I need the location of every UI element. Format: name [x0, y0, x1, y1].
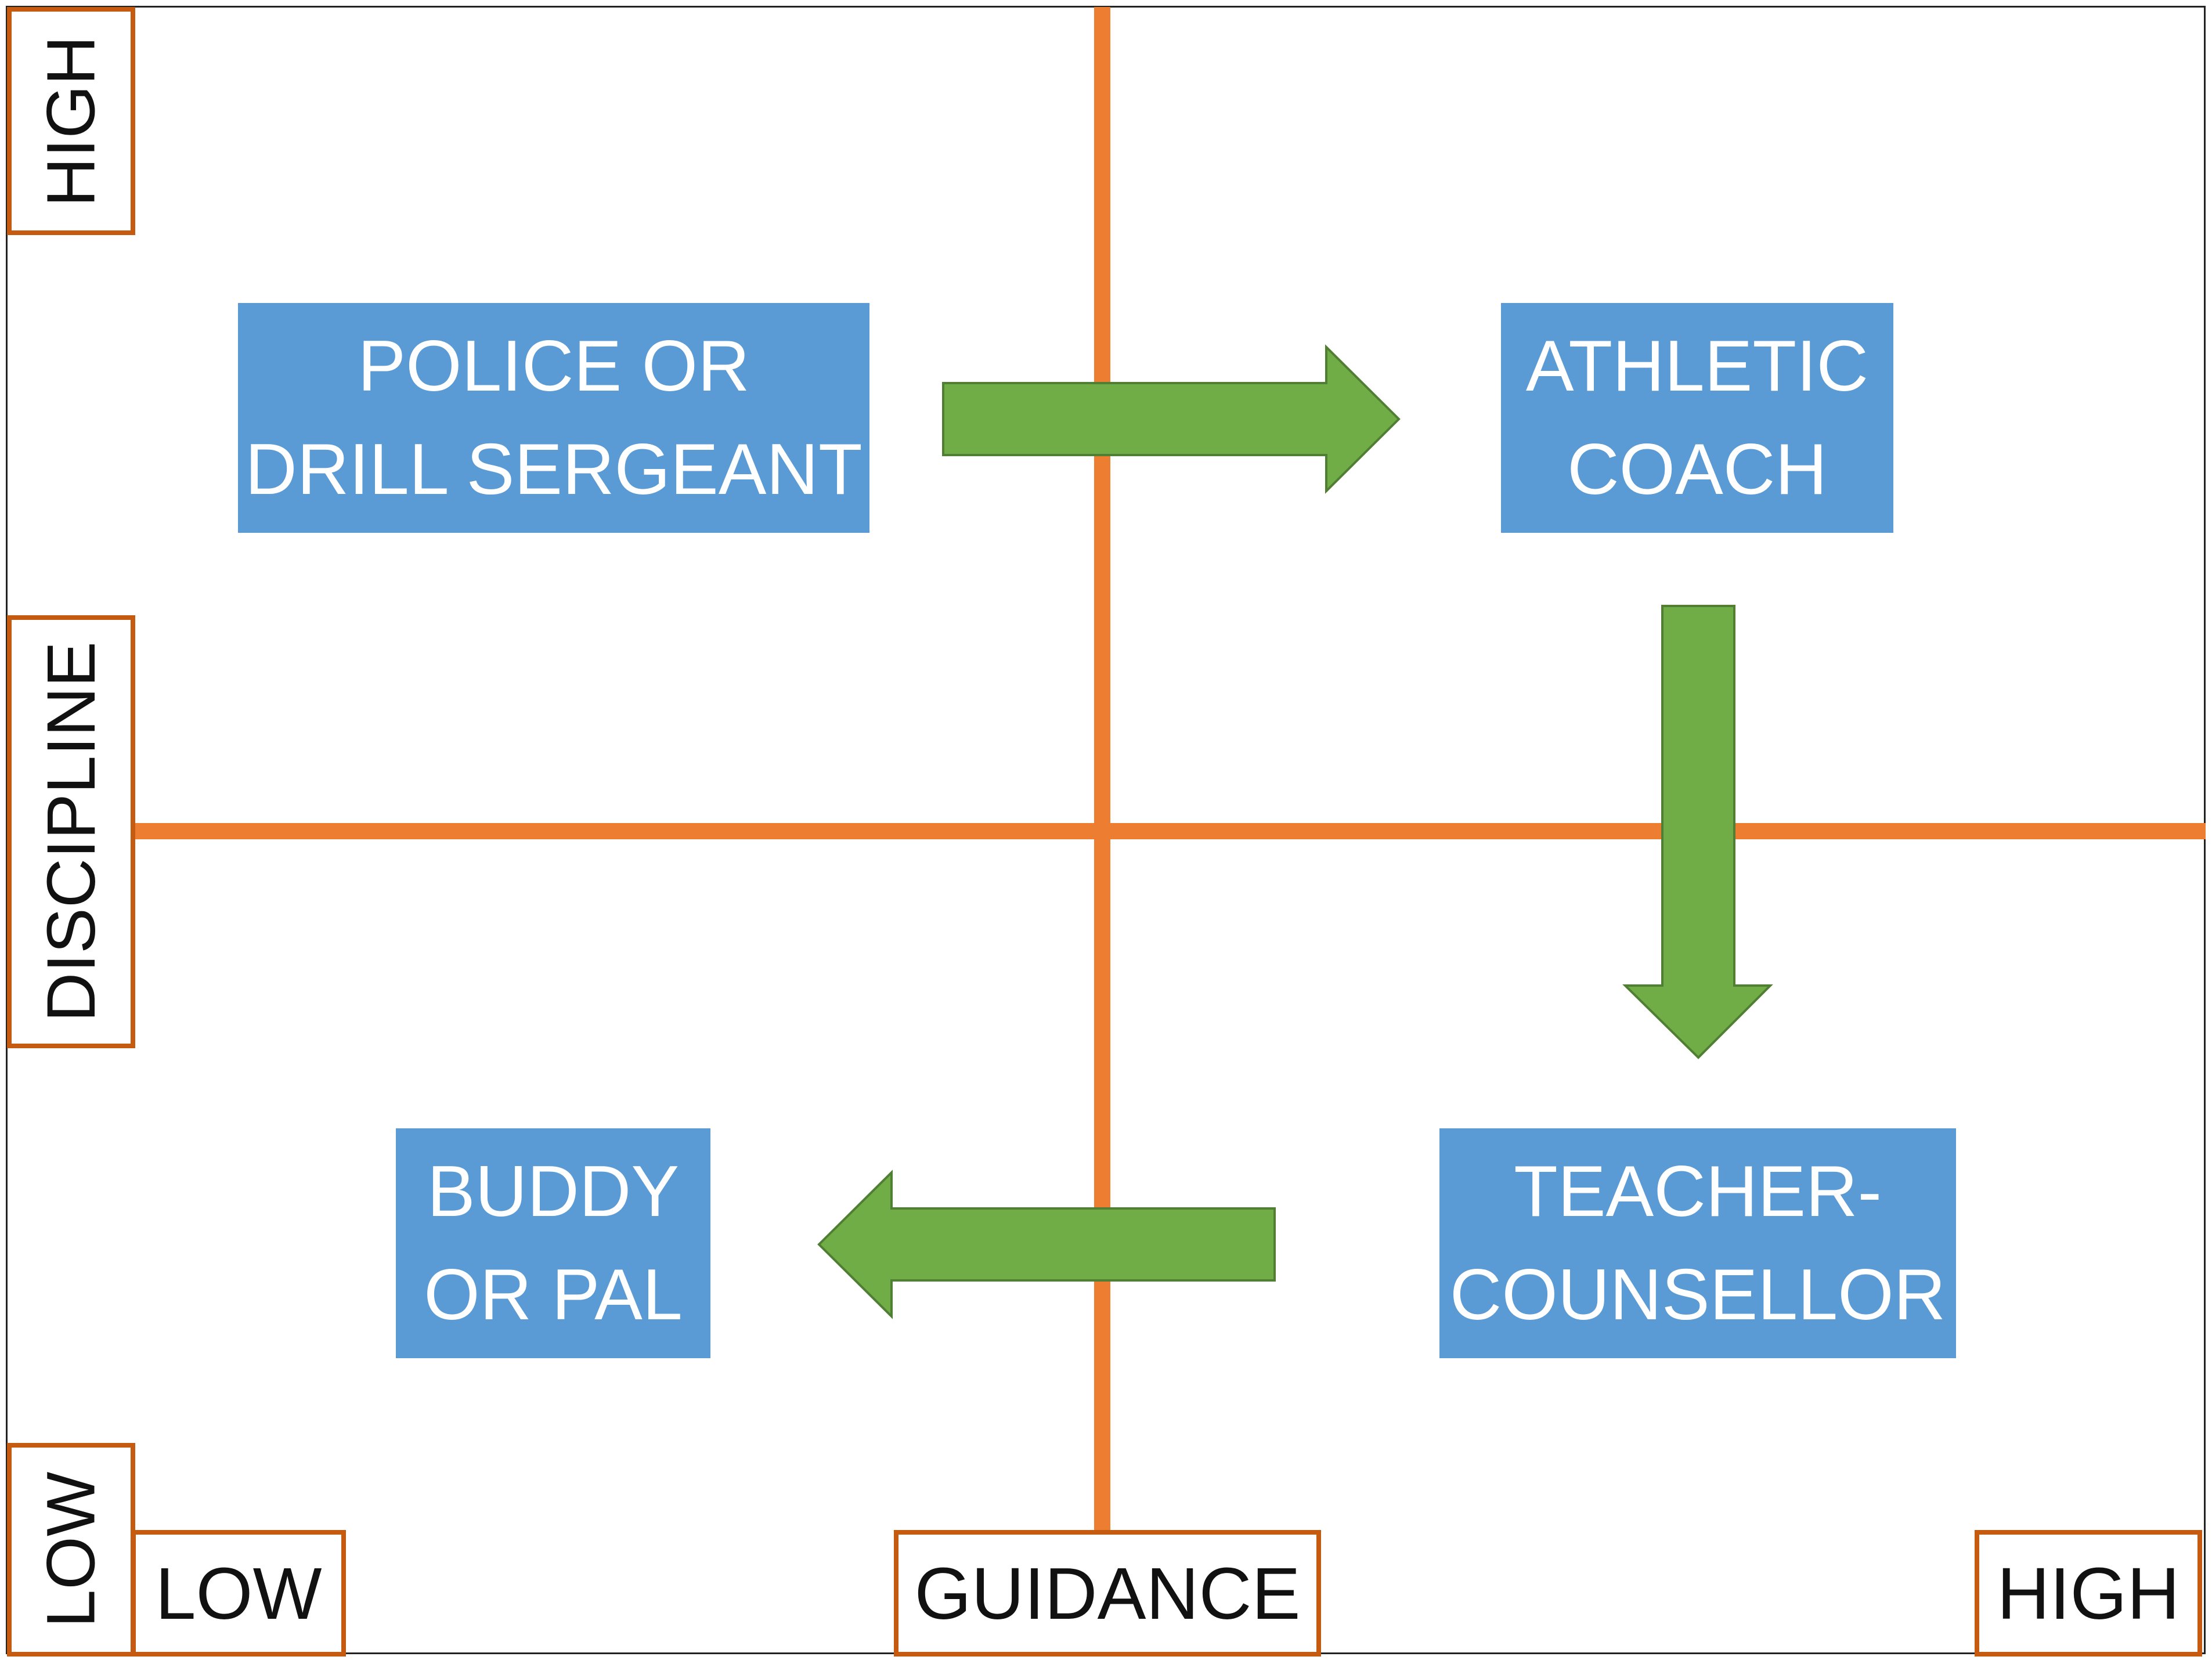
role-label-line2: COACH — [1567, 430, 1827, 510]
y-axis-low-text: LOW — [33, 1471, 110, 1628]
role-label-line2: OR PAL — [424, 1255, 683, 1335]
x-axis-low-text: LOW — [155, 1552, 322, 1634]
x-axis-title-text: GUIDANCE — [914, 1552, 1301, 1634]
y-axis-title: DISCIPLINE — [7, 615, 135, 1048]
y-axis-high-text: HIGH — [33, 35, 110, 207]
role-label-line1: ATHLETIC — [1525, 326, 1869, 406]
y-axis-high-label: HIGH — [7, 7, 135, 235]
role-box-buddy-or-pal: BUDDY OR PAL — [396, 1128, 710, 1358]
role-box-police-drill-sergeant: POLICE OR DRILL SERGEANT — [238, 303, 869, 533]
horizontal-divider-line — [132, 823, 2206, 839]
x-axis-high-text: HIGH — [1997, 1552, 2180, 1634]
arrow-right — [942, 344, 1401, 494]
role-box-athletic-coach: ATHLETIC COACH — [1501, 303, 1893, 533]
x-axis-low-label: LOW — [131, 1530, 346, 1657]
role-label-line1: BUDDY — [427, 1152, 680, 1232]
y-axis-title-text: DISCIPLINE — [33, 641, 110, 1022]
role-label-line1: POLICE OR — [358, 326, 750, 406]
arrow-left — [817, 1170, 1276, 1319]
role-label-line2: DRILL SERGEANT — [245, 430, 863, 510]
role-box-teacher-counsellor: TEACHER- COUNSELLOR — [1439, 1128, 1956, 1358]
role-label-line2: COUNSELLOR — [1449, 1255, 1946, 1335]
y-axis-low-label: LOW — [7, 1443, 135, 1657]
x-axis-title: GUIDANCE — [894, 1530, 1321, 1657]
arrow-down — [1622, 605, 1773, 1059]
x-axis-high-label: HIGH — [1975, 1530, 2202, 1657]
role-label-line1: TEACHER- — [1514, 1152, 1882, 1232]
